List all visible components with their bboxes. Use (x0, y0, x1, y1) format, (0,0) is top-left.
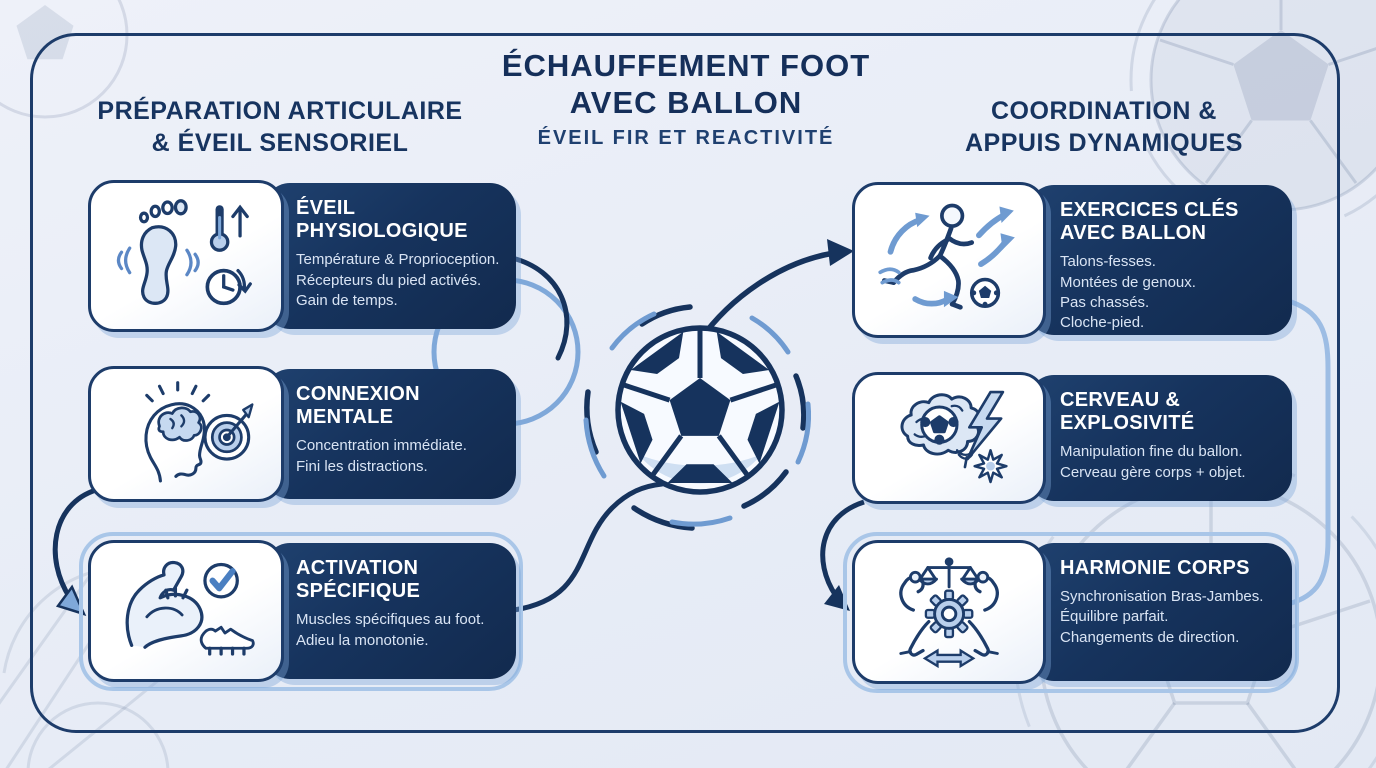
card-panel: CONNEXION MENTALE Concentration immédiat… (264, 369, 516, 499)
main-title-line2: AVEC BALLON (569, 84, 803, 120)
card-title: CERVEAU & EXPLOSIVITÉ (1060, 389, 1195, 435)
card-panel: EXERCICES CLÉS AVEC BALLON Talons-fesses… (1028, 185, 1292, 335)
gear-shape (924, 589, 974, 639)
card-title: ACTIVATION SPÉCIFIQUE (296, 557, 421, 603)
column-header-right: COORDINATION & APPUIS DYNAMIQUES (965, 97, 1243, 157)
icon-box (852, 372, 1046, 504)
card-panel: ACTIVATION SPÉCIFIQUE Muscles spécifique… (264, 543, 516, 679)
card-body: Température & Proprioception. Récepteurs… (296, 251, 500, 309)
card-title: ÉVEIL PHYSIOLOGIQUE (296, 197, 468, 243)
icon-box (88, 540, 284, 682)
frame-border (30, 33, 1340, 733)
column-header-left: PRÉPARATION ARTICULAIRE & ÉVEIL SENSORIE… (97, 97, 463, 157)
balance-gear-icon (899, 557, 999, 669)
main-title-block: ÉCHAUFFEMENT FOOT AVEC BALLON ÉVEIL FIR … (400, 48, 972, 150)
card-body: Manipulation fine du ballon. Cerveau gèr… (1060, 443, 1246, 481)
double-arrow-shape (922, 648, 976, 669)
mind-target-icon (144, 381, 254, 483)
brain-lightning-icon (900, 390, 1008, 484)
foot-warmup-icon (116, 198, 253, 305)
card-title: CONNEXION MENTALE (296, 383, 420, 429)
card-eveil-physiologique: ÉVEIL PHYSIOLOGIQUE Température & Propri… (88, 180, 516, 332)
card-body: Synchronisation Bras-Jambes. Équilibre p… (1060, 588, 1264, 646)
icon-box (88, 180, 284, 332)
card-exercices-cles: EXERCICES CLÉS AVEC BALLON Talons-fesses… (852, 182, 1292, 338)
icon-box (852, 540, 1046, 684)
card-connexion-mentale: CONNEXION MENTALE Concentration immédiat… (88, 366, 516, 502)
card-panel: ÉVEIL PHYSIOLOGIQUE Température & Propri… (264, 183, 516, 329)
card-panel: HARMONIE CORPS Synchronisation Bras-Jamb… (1028, 543, 1292, 681)
runner-arrows-icon (878, 203, 1015, 310)
card-title: EXERCICES CLÉS AVEC BALLON (1060, 199, 1239, 245)
main-title-line1: ÉCHAUFFEMENT FOOT (501, 48, 871, 83)
icon-box (852, 182, 1046, 338)
muscle-boot-icon (125, 560, 255, 656)
card-activation-specifique: ACTIVATION SPÉCIFIQUE Muscles spécifique… (79, 532, 523, 691)
card-harmonie-corps: HARMONIE CORPS Synchronisation Bras-Jamb… (843, 532, 1299, 693)
card-body: Muscles spécifiques au foot. Adieu la mo… (296, 611, 485, 649)
center-soccer-ball-illustration (578, 288, 822, 532)
card-body: Talons-fesses. Montées de genoux. Pas ch… (1060, 253, 1196, 332)
main-subtitle: ÉVEIL FIR ET REACTIVITÉ (537, 127, 835, 150)
card-body: Concentration immédiate. Fini les distra… (296, 437, 467, 475)
card-cerveau-explosivite: CERVEAU & EXPLOSIVITÉ Manipulation fine … (852, 372, 1292, 504)
card-title: HARMONIE CORPS (1060, 557, 1250, 579)
card-panel: CERVEAU & EXPLOSIVITÉ Manipulation fine … (1028, 375, 1292, 501)
icon-box (88, 366, 284, 502)
